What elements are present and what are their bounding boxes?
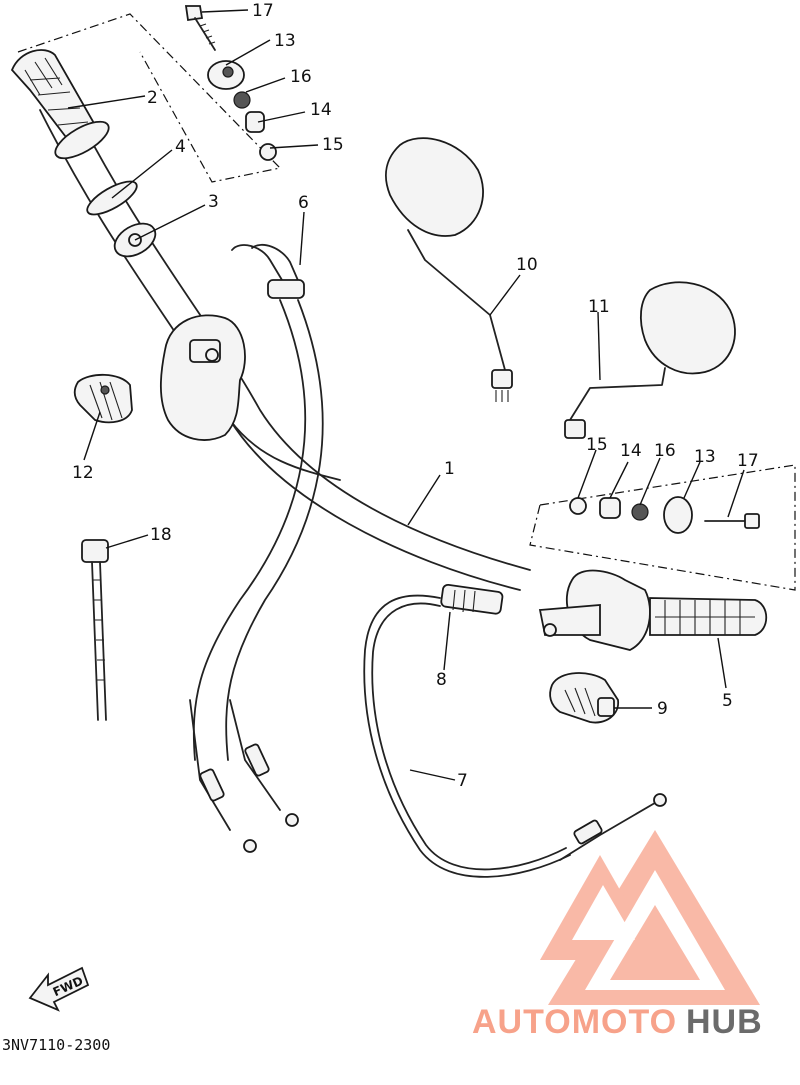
right-mirror [564, 281, 736, 439]
right-hardware-bracket [529, 464, 796, 591]
end-cap-top [207, 60, 245, 90]
callout-3: 3 [208, 192, 219, 212]
callout-7: 7 [457, 771, 468, 791]
watermark-text-hub: HUB [686, 1003, 763, 1041]
callout-18: 18 [150, 525, 172, 545]
watermark: AUTOMOTO HUB [472, 830, 763, 1041]
callout-13-right: 13 [694, 447, 716, 467]
right-switch [549, 672, 619, 724]
callout-14-right: 14 [620, 441, 642, 461]
callout-15-top: 15 [322, 135, 344, 155]
end-cap-right [663, 496, 693, 534]
callout-1: 1 [444, 459, 455, 479]
washer-right [569, 497, 587, 515]
throttle-cables [189, 243, 324, 853]
callout-17-top: 17 [252, 1, 274, 21]
callout-8: 8 [436, 670, 447, 690]
fwd-arrow: FWD [28, 966, 90, 1012]
nut-right [631, 503, 649, 521]
collar-right [599, 497, 621, 519]
cable-adjuster [440, 583, 504, 615]
screw-right [704, 513, 760, 529]
left-switch-housing [160, 314, 246, 441]
clutch-cable [363, 594, 667, 878]
callout-2: 2 [147, 88, 158, 108]
callout-4: 4 [175, 137, 186, 157]
throttle-grip-assembly [538, 569, 768, 651]
collar-top [245, 111, 265, 133]
callout-labels: 1 2 3 4 5 6 7 8 9 10 11 12 13 13 14 14 1… [72, 1, 759, 791]
callout-14-top: 14 [310, 100, 332, 120]
washer-top [259, 143, 277, 161]
left-grip [10, 49, 110, 160]
callout-16-top: 16 [290, 67, 312, 87]
left-switch [73, 373, 133, 424]
callout-17-right: 17 [737, 451, 759, 471]
left-mirror [385, 137, 513, 402]
watermark-text-automoto: AUTOMOTO [472, 1003, 677, 1041]
screw-top [184, 5, 216, 51]
leader-lines [67, 9, 745, 781]
triangle-logo [540, 830, 760, 1005]
callout-15-right: 15 [586, 435, 608, 455]
callout-9: 9 [657, 699, 668, 719]
cable-tie [81, 539, 109, 721]
callout-12: 12 [72, 463, 94, 483]
callout-16-right: 16 [654, 441, 676, 461]
callout-10: 10 [516, 255, 538, 275]
callout-5: 5 [722, 691, 733, 711]
callout-11: 11 [588, 297, 610, 317]
callout-6: 6 [298, 193, 309, 213]
nut-top [233, 91, 251, 109]
diagram-code: 3NV7110-2300 [2, 1036, 110, 1054]
callout-13-top: 13 [274, 31, 296, 51]
grip-hardware-bracket [17, 13, 282, 183]
